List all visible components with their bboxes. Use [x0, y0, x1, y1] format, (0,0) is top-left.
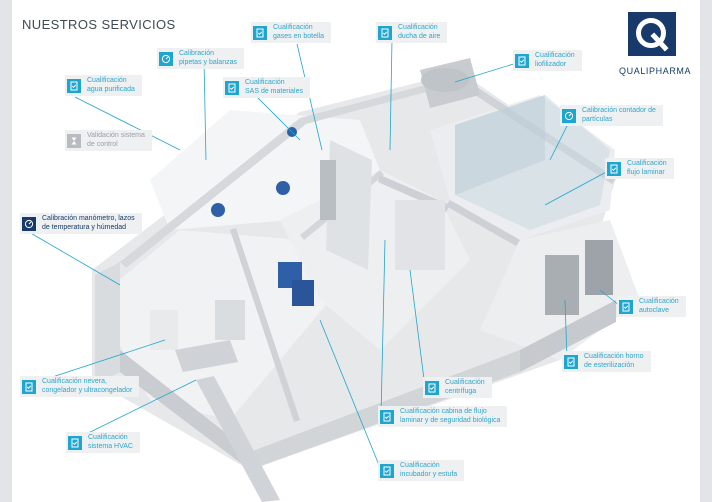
- callout-text: Cualificación ducha de aire: [398, 24, 441, 40]
- callout-cualificacion-sistema-hvac: Cualificación sistema HVAC: [66, 432, 140, 453]
- callout-text: Cualificación incubador y estufa: [400, 462, 458, 478]
- callout-calibracion-contador-particulas: Calibración contador de partículas: [560, 105, 663, 126]
- callout-cualificacion-ducha-aire: Cualificación ducha de aire: [376, 22, 448, 43]
- callout-cualificacion-incubador-estufa: Cualificación incubador y estufa: [378, 460, 465, 481]
- callout-cualificacion-liofilizador: Cualificación liofilizador: [513, 50, 582, 71]
- checklist-icon: [225, 80, 239, 95]
- callout-text: Cualificación cabina de flujo laminar y …: [400, 408, 501, 424]
- callout-text: Cualificación sistema HVAC: [88, 434, 133, 450]
- callout-cualificacion-autoclave: Cualificación autoclave: [617, 296, 686, 317]
- callout-text: Cualificación nevera, congelador y ultra…: [42, 378, 133, 394]
- page-title: NUESTROS SERVICIOS: [22, 17, 176, 32]
- callout-text: Calibración pipetas y balanzas: [179, 50, 237, 66]
- gauge-icon: [159, 51, 173, 66]
- right-margin-band: [700, 0, 712, 502]
- callout-calibracion-pipetas-balanzas: Calibración pipetas y balanzas: [157, 48, 244, 69]
- checklist-icon: [380, 409, 394, 424]
- callout-cualificacion-horno-esterilizacion: Cualificación horno de esterilización: [562, 351, 651, 372]
- callout-cualificacion-agua-purificada: Cualificación agua purificada: [65, 75, 142, 96]
- checklist-icon: [607, 161, 621, 176]
- left-margin-band: [0, 0, 12, 502]
- checklist-icon: [564, 354, 578, 369]
- callout-cualificacion-nevera-congelador: Cualificación nevera, congelador y ultra…: [20, 376, 140, 397]
- callout-validacion-sistema-control: Validación sistema de control: [65, 130, 152, 151]
- qualipharma-logo: [628, 12, 676, 56]
- callout-calibracion-manometro-lazos: Calibración manómetro, lazos de temperat…: [20, 213, 142, 234]
- callout-text: Cualificación agua purificada: [87, 77, 135, 93]
- callout-text: Cualificación gases en botella: [273, 24, 324, 40]
- callout-text: Cualificación liofilizador: [535, 52, 575, 68]
- callout-text: Cualificación flujo laminar: [627, 160, 667, 176]
- checklist-icon: [68, 435, 82, 450]
- checklist-icon: [253, 25, 267, 40]
- callout-text: Cualificación autoclave: [639, 298, 679, 314]
- hourglass-icon: [67, 133, 81, 148]
- checklist-icon: [22, 379, 36, 394]
- gauge-icon: [22, 216, 36, 231]
- callout-text: Cualificación SAS de materiales: [245, 79, 303, 95]
- gauge-icon: [562, 108, 576, 123]
- callout-cualificacion-cabina-flujo-laminar: Cualificación cabina de flujo laminar y …: [378, 406, 508, 427]
- callout-text: Cualificación horno de esterilización: [584, 353, 644, 369]
- checklist-icon: [619, 299, 633, 314]
- callout-text: Calibración contador de partículas: [582, 107, 656, 123]
- checklist-icon: [425, 380, 439, 395]
- callout-cualificacion-flujo-laminar: Cualificación flujo laminar: [605, 158, 674, 179]
- checklist-icon: [378, 25, 392, 40]
- callout-cualificacion-sas-materiales: Cualificación SAS de materiales: [223, 77, 310, 98]
- checklist-icon: [67, 78, 81, 93]
- brand-name: QUALIPHARMA: [619, 66, 692, 76]
- checklist-icon: [515, 53, 529, 68]
- callout-cualificacion-centrifuga: Cualificación centrífuga: [423, 377, 492, 398]
- checklist-icon: [380, 463, 394, 478]
- callout-cualificacion-gases-botella: Cualificación gases en botella: [251, 22, 331, 43]
- callout-text: Validación sistema de control: [87, 132, 145, 148]
- callout-text: Calibración manómetro, lazos de temperat…: [42, 215, 135, 231]
- callout-text: Cualificación centrífuga: [445, 379, 485, 395]
